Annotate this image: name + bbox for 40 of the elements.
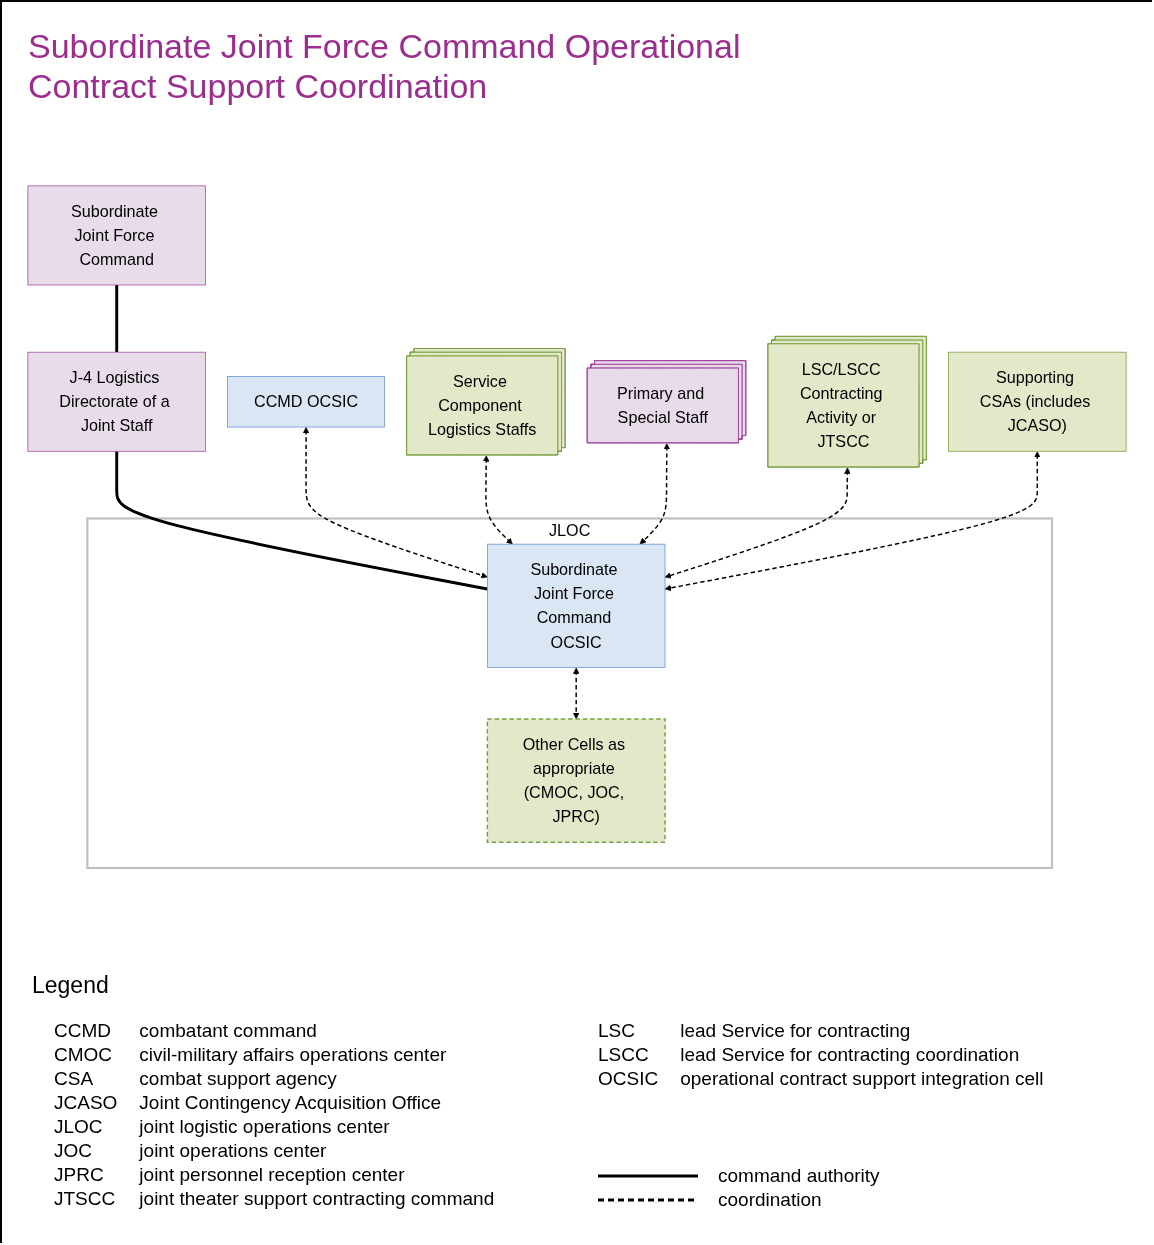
node-box: Subordinate Joint Force Command OCSIC bbox=[486, 543, 666, 668]
definition: combat support agency bbox=[139, 1068, 338, 1090]
abbreviation: LSC bbox=[598, 1020, 636, 1042]
arrow bbox=[302, 427, 488, 579]
node-box: Other Cells as appropriate (CMOC, JOC, JPRC) bbox=[486, 718, 666, 844]
definition: joint logistic operations center bbox=[139, 1116, 391, 1138]
definition: joint operations center bbox=[139, 1140, 328, 1162]
definition: Joint Contingency Acquisition Office bbox=[139, 1092, 443, 1114]
abbreviation: LSCC bbox=[598, 1044, 650, 1066]
definition: civil-military affairs operations center bbox=[139, 1044, 448, 1066]
abbreviation: CMOC bbox=[54, 1044, 114, 1066]
arrow bbox=[664, 451, 1041, 592]
connector bbox=[115, 451, 488, 591]
legend-heading: Legend bbox=[32, 972, 109, 999]
definition: combatant command bbox=[139, 1020, 318, 1042]
connector bbox=[115, 285, 119, 353]
arrow bbox=[639, 443, 671, 545]
definition: operational contract support integration cell bbox=[680, 1068, 1044, 1090]
abbreviation: JPRC bbox=[54, 1164, 105, 1186]
arrow bbox=[572, 667, 580, 720]
definition: joint theater support contracting command bbox=[139, 1188, 495, 1210]
diagram-title: Subordinate Joint Force Command Operational Contract Support Coordination bbox=[28, 26, 742, 106]
legend-text: command authority bbox=[718, 1164, 880, 1188]
definition: joint personnel reception center bbox=[139, 1164, 406, 1186]
abbreviation: CCMD bbox=[54, 1020, 112, 1042]
legend-text: coordination bbox=[718, 1188, 822, 1212]
node-box: Supporting CSAs (includes JCASO) bbox=[948, 351, 1127, 452]
definition: lead Service for contracting bbox=[680, 1020, 912, 1042]
arrow bbox=[482, 455, 513, 545]
abbreviation: JOC bbox=[54, 1140, 93, 1162]
abbreviation: JTSCC bbox=[54, 1188, 117, 1210]
arrow bbox=[664, 467, 851, 579]
abbreviation: CSA bbox=[54, 1068, 95, 1090]
abbreviation: JCASO bbox=[54, 1092, 118, 1114]
node-box: CCMD OCSIC bbox=[227, 376, 385, 428]
abbreviation: JLOC bbox=[54, 1116, 104, 1138]
abbreviation: OCSIC bbox=[598, 1068, 659, 1090]
definition: lead Service for contracting coordination bbox=[680, 1044, 1021, 1066]
node-box: Subordinate Joint Force Command bbox=[27, 185, 206, 286]
node-box: J-4 Logistics Directorate of a Joint Staff bbox=[27, 351, 206, 452]
